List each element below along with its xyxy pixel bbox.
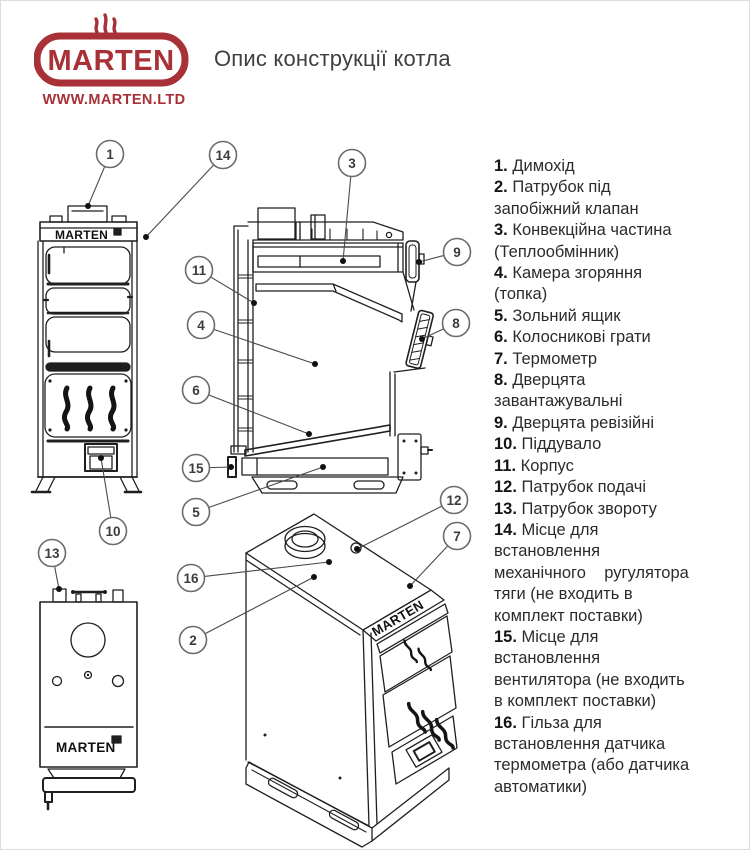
legend-list: 1. Димохід 2. Патрубок під запобіжний кла… — [494, 156, 750, 798]
legend-item: 12. Патрубок подачі — [494, 478, 647, 497]
callout-1: 1 — [85, 139, 125, 209]
svg-text:14: 14 — [215, 148, 231, 163]
legend-item: 15. Місце для встановлення вентилятора (… — [494, 627, 685, 711]
front-view — [30, 205, 143, 494]
svg-text:11: 11 — [192, 263, 207, 278]
legend-item: 9. Дверцята ревізійні — [494, 413, 654, 432]
flame-icon — [103, 13, 108, 34]
flame-icon — [64, 388, 68, 429]
legend-item: 10. Піддувало — [494, 435, 602, 454]
brand-logo: MARTEN — [33, 10, 194, 96]
brand-url: WWW.MARTEN.LTD — [42, 92, 186, 108]
perspective-view — [245, 513, 458, 848]
svg-text:9: 9 — [453, 245, 461, 260]
legend-item: 5. Зольний ящик — [494, 306, 621, 325]
legend-item: 7. Термометр — [494, 349, 598, 368]
brand-logo-icon: MARTEN — [33, 13, 189, 87]
svg-text:7: 7 — [453, 529, 461, 544]
boiler-label-rear: MARTEN — [56, 740, 116, 755]
flame-icon — [112, 17, 117, 34]
page-title: Опис конструкції котла — [214, 46, 451, 71]
callout-6: 6 — [181, 375, 312, 437]
callout-15: 15 — [181, 453, 234, 483]
legend-item: 3. Конвекційна частина (Теплообмінник) — [494, 221, 672, 261]
callout-14: 14 — [143, 140, 238, 240]
legend-item: 16. Гільза для встановлення датчика терм… — [494, 713, 690, 796]
legend-item: 2. Патрубок під запобіжний клапан — [494, 178, 639, 218]
svg-text:1: 1 — [106, 147, 114, 162]
rear-view — [39, 588, 138, 811]
callout-10: 10 — [98, 455, 128, 546]
callout-3: 3 — [337, 148, 367, 264]
flame-icon — [401, 639, 419, 664]
callout-5: 5 — [181, 464, 326, 527]
svg-text:10: 10 — [105, 524, 120, 539]
svg-text:12: 12 — [446, 493, 461, 508]
flame-icon — [110, 388, 114, 429]
callout-9: 9 — [416, 237, 472, 267]
svg-text:2: 2 — [189, 633, 197, 648]
flame-icon — [405, 701, 428, 735]
legend-item: 14. Місце для встановлення механічного р… — [494, 520, 689, 625]
callout-8: 8 — [419, 308, 471, 342]
callout-12: 12 — [354, 485, 469, 552]
legend-item: 1. Димохід — [494, 157, 575, 175]
callout-11: 11 — [184, 255, 257, 306]
svg-text:8: 8 — [452, 316, 460, 331]
svg-text:3: 3 — [348, 156, 356, 171]
legend-item: 6. Колосникові грати — [494, 328, 651, 347]
callout-7: 7 — [407, 521, 472, 589]
boiler-label-front: MARTEN — [55, 228, 108, 242]
flame-icon — [94, 17, 99, 34]
svg-text:13: 13 — [44, 546, 60, 561]
legend-item: 8. Дверцята завантажувальні — [494, 371, 623, 411]
svg-text:4: 4 — [197, 318, 205, 333]
callout-13: 13 — [37, 538, 67, 592]
section-view — [227, 207, 434, 494]
legend-item: 11. Корпус — [494, 456, 574, 475]
brand-text: MARTEN — [47, 45, 174, 77]
callout-4: 4 — [186, 310, 318, 367]
flame-icon — [87, 388, 91, 429]
legend-item: 13. Патрубок звороту — [494, 499, 657, 518]
callout-2: 2 — [178, 574, 317, 655]
boiler-diagram: MARTEN MARTEN MARTEN 1143911486155101312… — [30, 139, 472, 848]
callout-16: 16 — [176, 559, 332, 593]
svg-text:5: 5 — [192, 505, 200, 520]
legend-item: 4. Камера згоряння (топка) — [494, 264, 643, 304]
svg-text:6: 6 — [192, 383, 200, 398]
svg-text:16: 16 — [183, 571, 199, 586]
svg-text:15: 15 — [188, 461, 204, 476]
